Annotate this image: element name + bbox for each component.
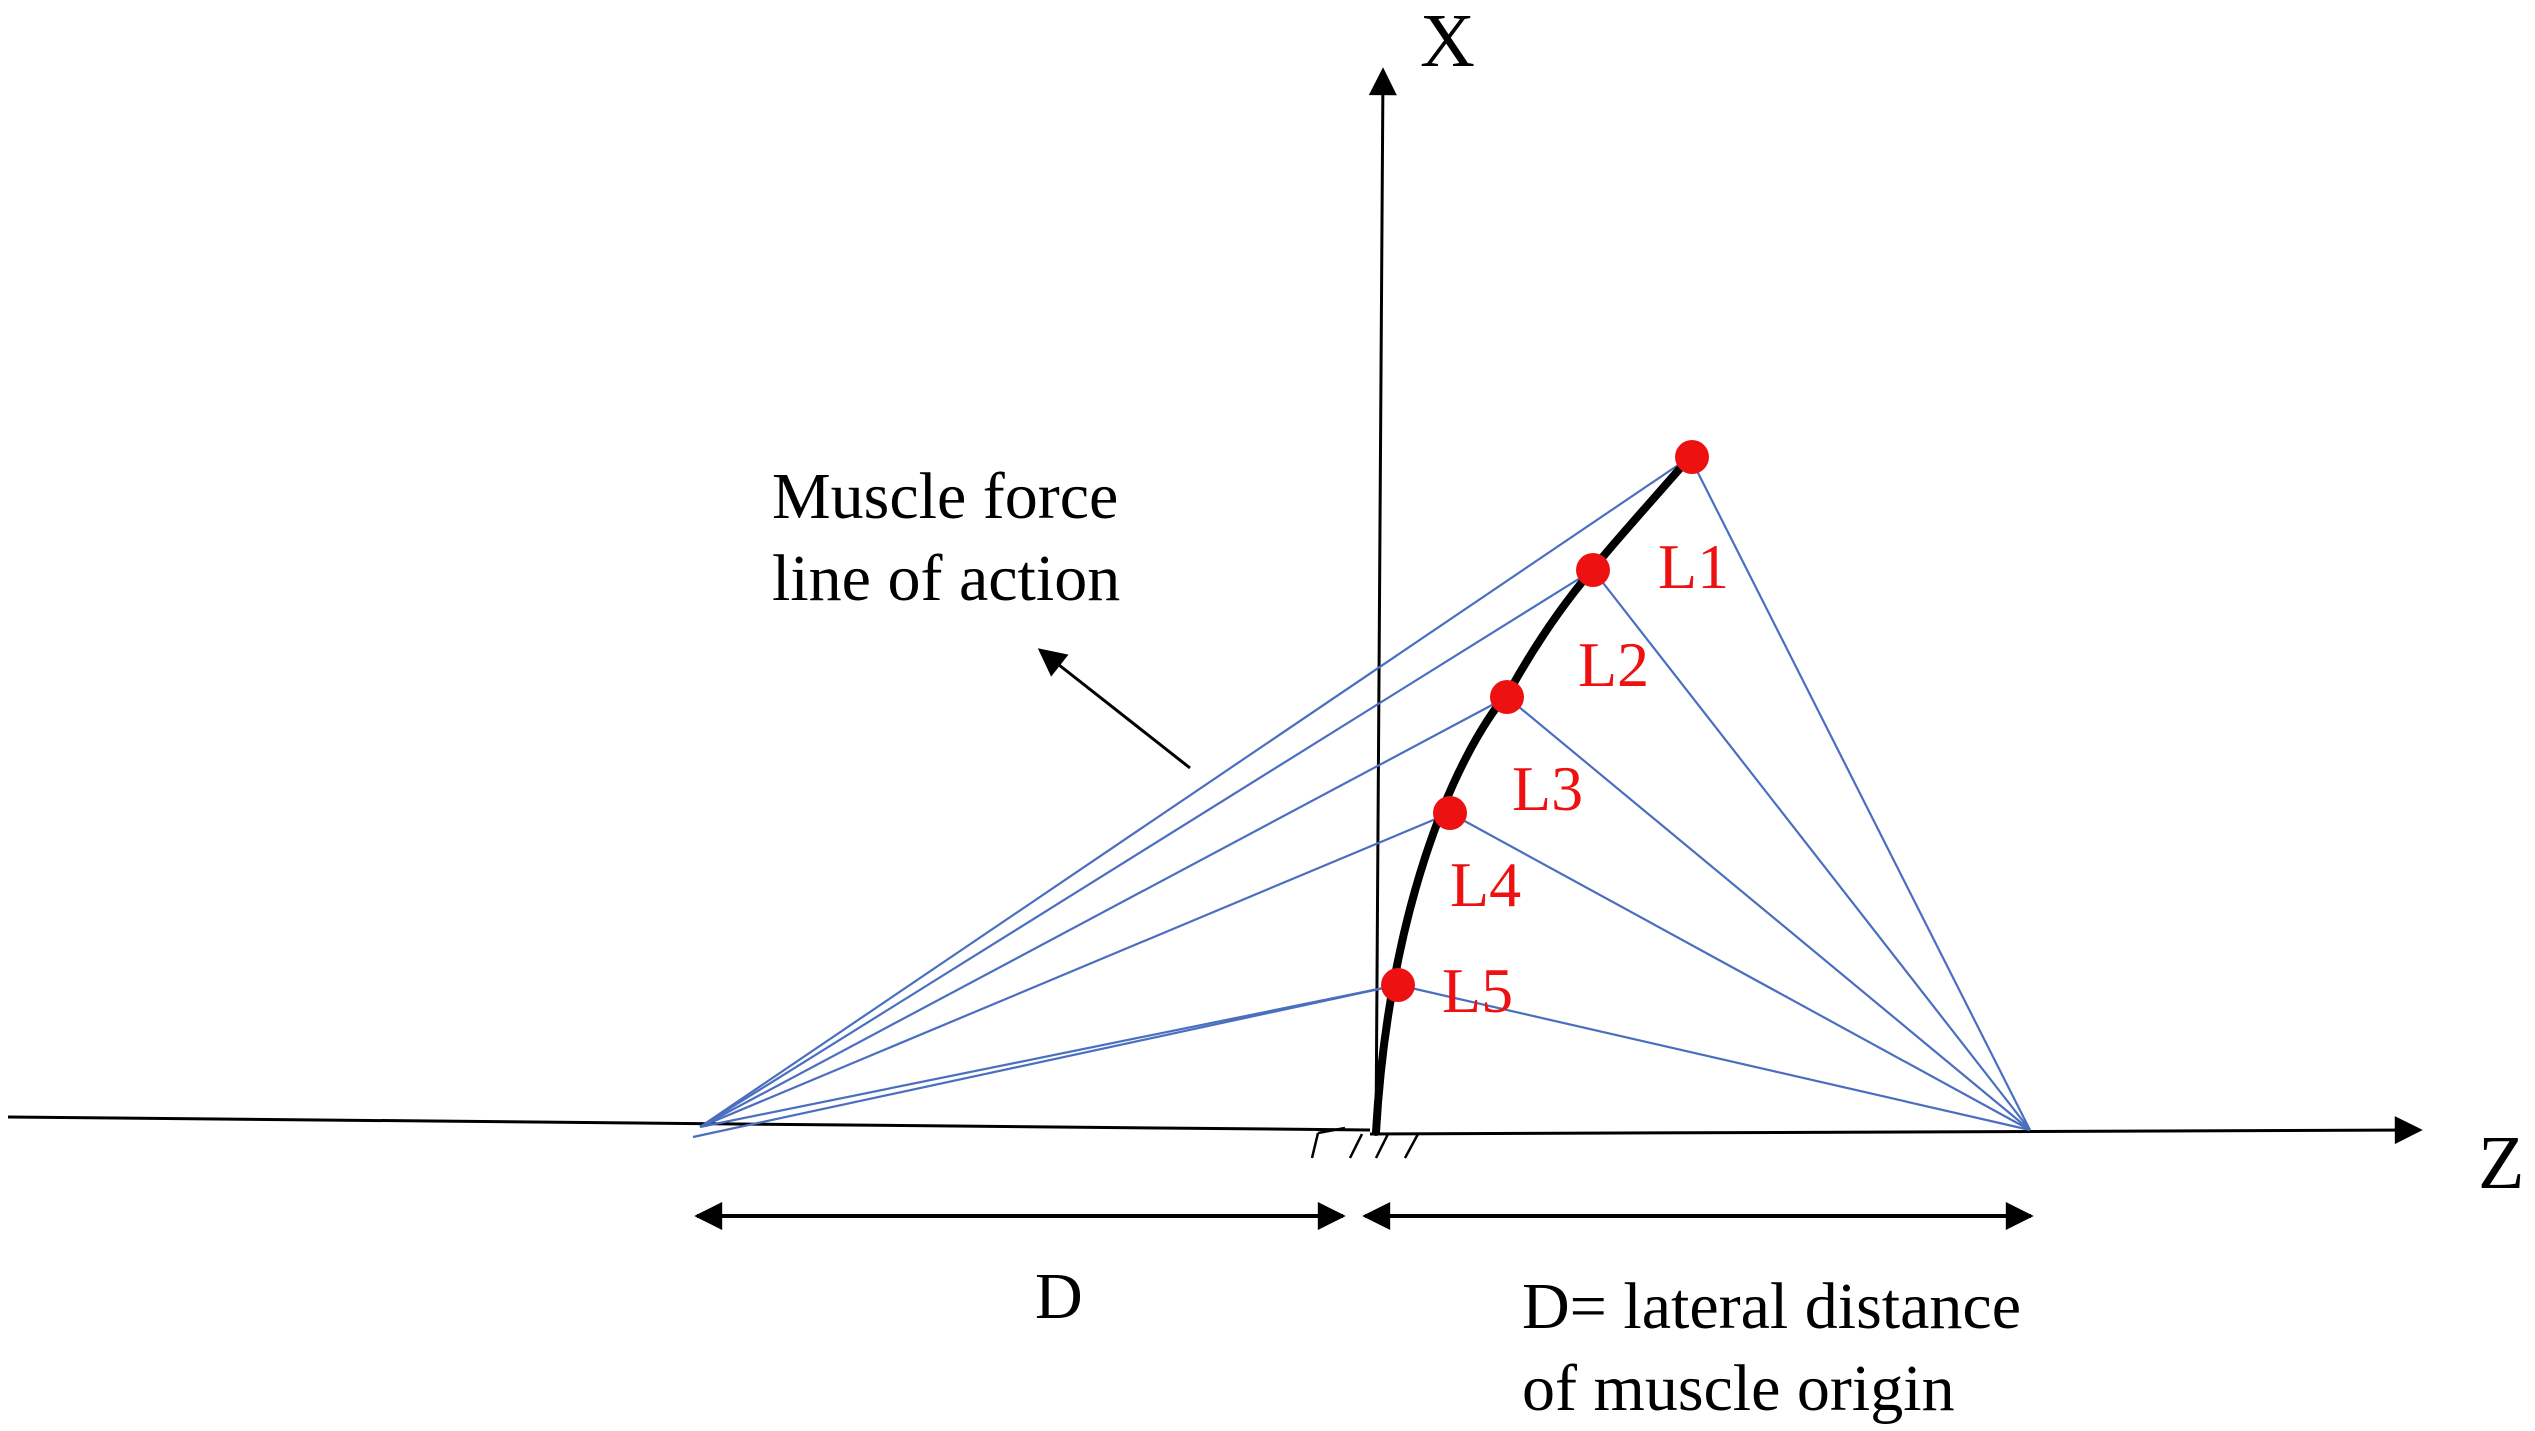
level-label-l3: L3 [1512,753,1583,824]
left-distance-label: D [1035,1260,1083,1333]
level-label-l5: L5 [1442,955,1513,1026]
muscle-force-pointer-arrow [1037,648,1191,770]
muscle-force-lines [692,456,2031,1139]
level-label-l4: L4 [1450,849,1521,920]
muscle-force-label-line2: line of action [772,542,1120,615]
right-distance-label-line1: D= lateral distance [1522,1270,2021,1343]
right-distance-label-line2: of muscle origin [1522,1352,1955,1425]
z-axis-label: Z [2478,1121,2524,1205]
l3-marker [1490,680,1524,714]
x-axis-arrow [1368,67,1397,1133]
z-axis-arrow [1369,1116,2423,1145]
origin-hatch-marks [1310,1126,1420,1159]
l5-marker [1381,968,1415,1002]
x-axis-label: X [1420,0,1475,83]
l4-marker [1433,796,1467,830]
level-label-l2: L2 [1578,629,1649,700]
z-axis-left-segment [7,1115,1371,1132]
l1-marker [1675,440,1709,474]
muscle-force-label-line1: Muscle force [772,460,1118,533]
l2-marker [1576,553,1610,587]
level-label-l1: L1 [1658,531,1729,602]
vertebral-markers [1381,440,1709,1002]
